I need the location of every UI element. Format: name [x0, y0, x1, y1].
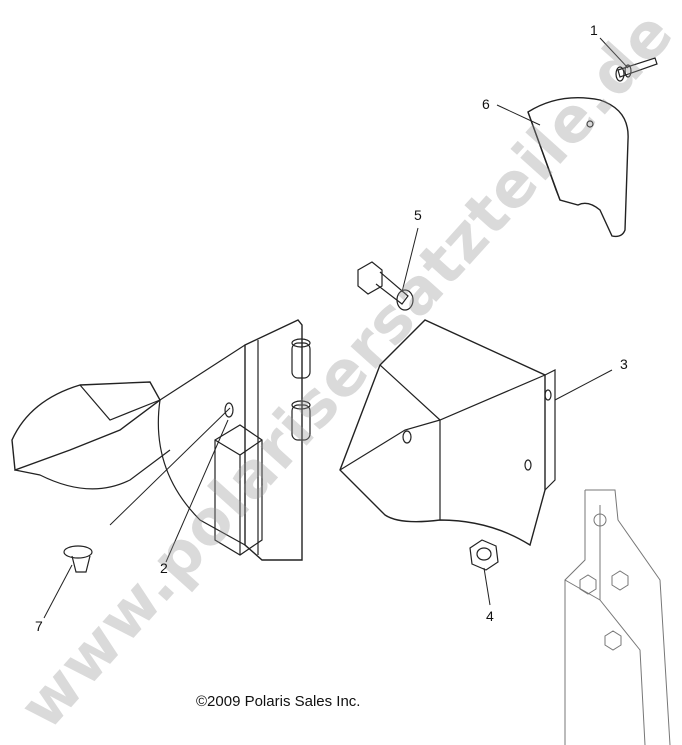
part-4-nut — [469, 539, 499, 571]
frame-reference — [564, 489, 671, 745]
part-5-bolt — [357, 261, 414, 311]
leader-lines — [43, 37, 629, 619]
callout-3: 3 — [620, 356, 628, 372]
part-6-plate — [527, 97, 629, 238]
callout-5: 5 — [414, 207, 422, 223]
callout-6: 6 — [482, 96, 490, 112]
callout-4: 4 — [486, 608, 494, 624]
part-3-bracket — [339, 319, 556, 547]
callout-2: 2 — [160, 560, 168, 576]
callout-1: 1 — [590, 22, 598, 38]
part-2-pedal-assembly — [11, 319, 311, 561]
copyright: ©2009 Polaris Sales Inc. — [196, 693, 361, 710]
callout-7: 7 — [35, 618, 43, 634]
part-1-pin — [615, 57, 658, 82]
part-7-rivet — [63, 545, 93, 573]
